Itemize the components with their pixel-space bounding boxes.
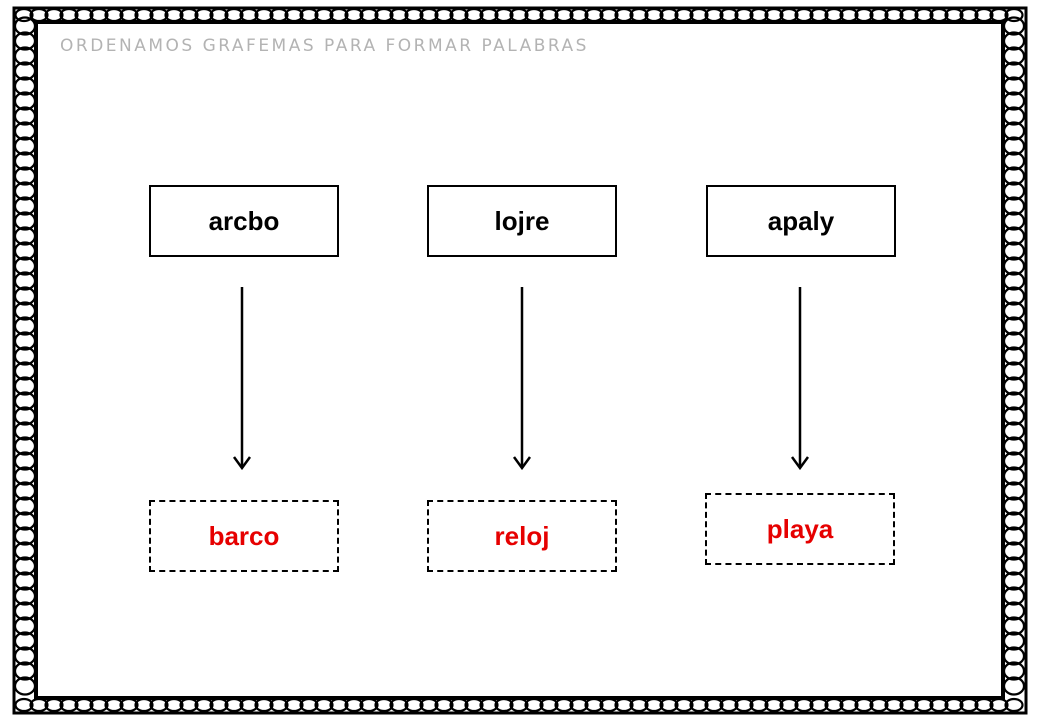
down-arrow-icon (790, 287, 810, 471)
answer-word-2: reloj (494, 520, 550, 551)
border-loop (1004, 697, 1024, 713)
down-arrow-icon (232, 287, 252, 471)
scrambled-word-box-2: lojre (427, 185, 617, 257)
outer-border-line (12, 6, 1028, 715)
inner-border-line (34, 20, 1005, 700)
down-arrow-icon (512, 287, 532, 471)
answer-box-1: barco (149, 500, 339, 572)
worksheet-title: ORDENAMOS GRAFEMAS PARA FORMAR PALABRAS (60, 36, 589, 56)
scrambled-word-box-1: arcbo (149, 185, 339, 257)
border-scallops (13, 7, 1026, 713)
answer-box-3: playa (705, 493, 895, 565)
answer-word-3: playa (766, 513, 834, 544)
answer-word-1: barco (208, 520, 280, 551)
answer-box-2: reloj (427, 500, 617, 572)
scrambled-word-box-3: apaly (706, 185, 896, 257)
